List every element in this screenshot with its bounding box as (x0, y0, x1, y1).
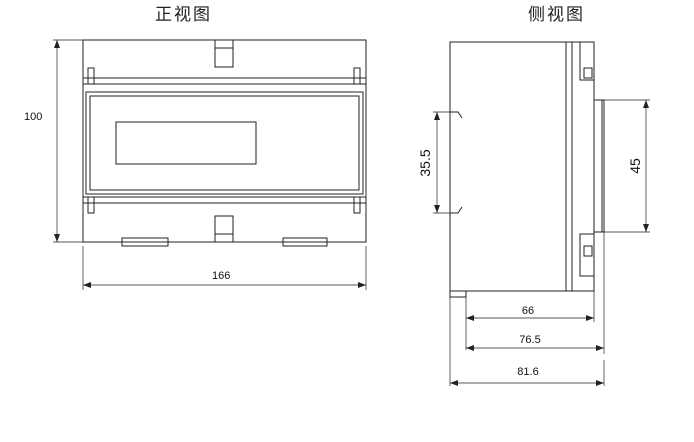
dimension-arrows (54, 40, 649, 386)
dim-front-width: 166 (212, 270, 230, 282)
dim-side-depth-81-6: 81.6 (517, 366, 538, 378)
front-view (53, 39, 367, 290)
front-outer-body (82, 39, 367, 243)
lcd-window (115, 121, 257, 165)
side-body (449, 41, 567, 292)
din-rail (593, 99, 605, 233)
side-view (433, 41, 650, 386)
dim-front-height: 100 (24, 111, 42, 123)
dim-side-slot-height: 35.5 (417, 149, 433, 176)
dim-side-depth-66: 66 (522, 305, 534, 317)
dim-side-rail-height: 45 (627, 158, 643, 174)
front-panel (85, 91, 364, 195)
dim-side-depth-76-5: 76.5 (519, 334, 540, 346)
bottom-din-clip (214, 215, 234, 243)
side-view-title: 侧视图 (528, 5, 585, 25)
front-view-title: 正视图 (155, 5, 212, 25)
bottom-tab-left (121, 237, 169, 247)
bottom-tab-right (282, 237, 328, 247)
top-din-clip (214, 39, 234, 68)
